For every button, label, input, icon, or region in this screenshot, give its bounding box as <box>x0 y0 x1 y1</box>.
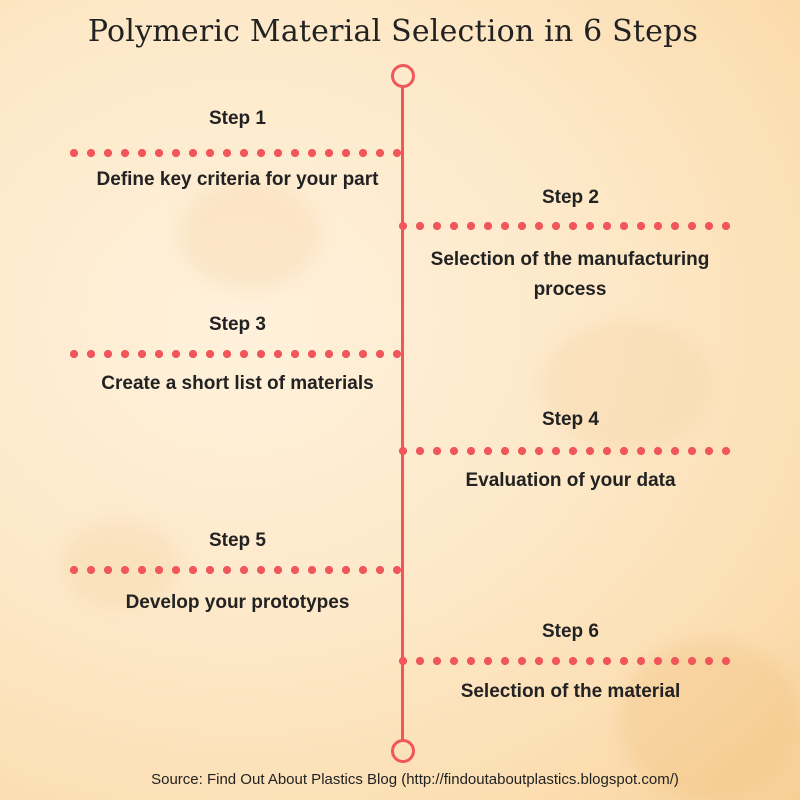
dotted-connector <box>70 566 405 574</box>
timeline-start-circle-icon <box>391 64 415 88</box>
background-stain <box>180 180 320 290</box>
step-label: Step 5 <box>208 530 267 551</box>
step-label: Step 1 <box>208 108 267 129</box>
dotted-connector <box>70 350 405 358</box>
step-description: Selection of the manufacturing process <box>430 249 710 300</box>
dotted-connector <box>399 657 735 665</box>
step-label: Step 6 <box>541 621 600 642</box>
step-label: Step 3 <box>208 314 267 335</box>
step-label: Step 4 <box>541 409 600 430</box>
timeline-end-circle-icon <box>391 739 415 763</box>
timeline-line <box>401 87 404 741</box>
step-description: Evaluation of your data <box>465 470 676 491</box>
step-description: Create a short list of materials <box>101 373 374 394</box>
source-credit: Source: Find Out About Plastics Blog (ht… <box>151 771 679 788</box>
step-label: Step 2 <box>541 187 600 208</box>
step-description: Selection of the material <box>460 681 681 702</box>
infographic-title: Polymeric Material Selection in 6 Steps <box>87 14 699 49</box>
dotted-connector <box>399 222 735 230</box>
dotted-connector <box>70 149 405 157</box>
step-description: Define key criteria for your part <box>96 169 379 190</box>
step-description: Develop your prototypes <box>125 592 350 613</box>
dotted-connector <box>399 447 735 455</box>
